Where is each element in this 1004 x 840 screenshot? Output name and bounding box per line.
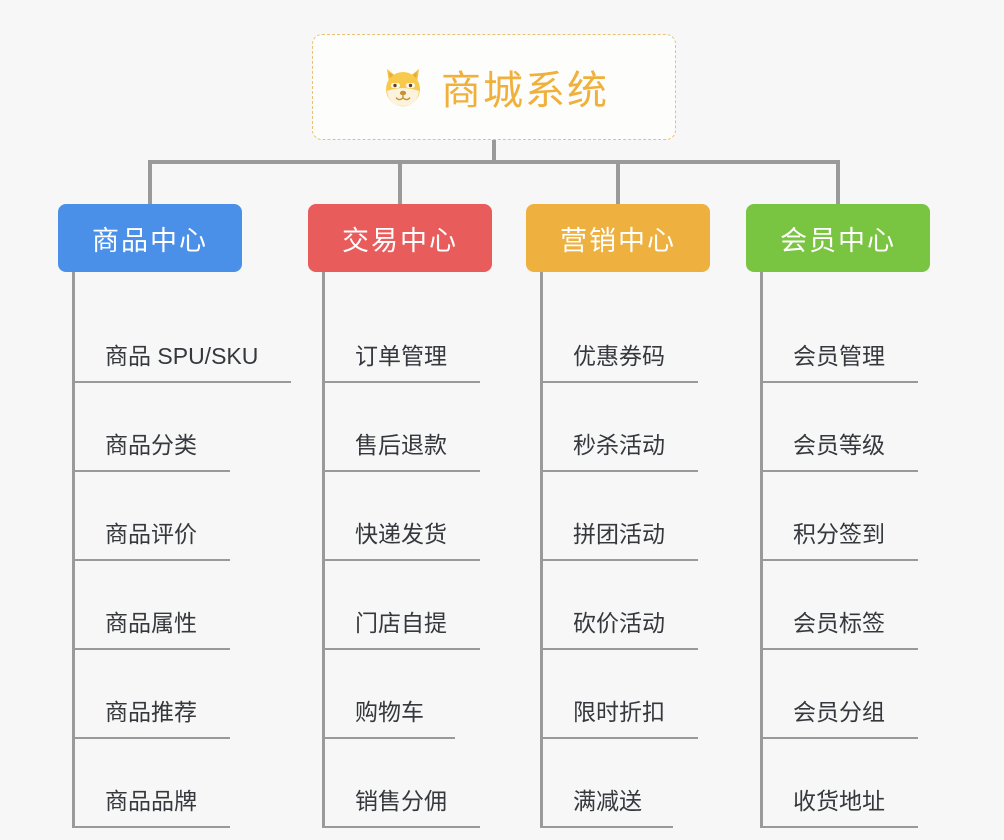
leaf-underline <box>325 737 455 739</box>
leaf-item[interactable]: 购物车 <box>325 650 492 739</box>
leaf-item[interactable]: 门店自提 <box>325 561 492 650</box>
category-header[interactable]: 商品中心 <box>58 204 242 272</box>
leaf-underline <box>763 826 918 828</box>
leaf-label: 门店自提 <box>355 609 447 636</box>
branch-column: 会员中心 会员管理 会员等级 积分签到 会员标签 会员分组 <box>746 204 930 828</box>
shiba-dog-icon <box>379 63 427 111</box>
leaf-item[interactable]: 满减送 <box>543 739 710 828</box>
leaf-label: 售后退款 <box>355 431 447 458</box>
category-header[interactable]: 会员中心 <box>746 204 930 272</box>
leaf-underline <box>543 648 698 650</box>
root-title: 商城系统 <box>441 69 609 113</box>
leaf-label: 订单管理 <box>355 342 447 369</box>
connector-horizontal-bus <box>148 160 840 164</box>
leaf-item[interactable]: 商品 SPU/SKU <box>75 294 291 383</box>
leaf-underline <box>325 381 480 383</box>
leaf-label: 会员标签 <box>793 609 885 636</box>
category-title: 会员中心 <box>780 225 896 256</box>
leaf-item[interactable]: 快递发货 <box>325 472 492 561</box>
connector-drop-2 <box>398 160 402 206</box>
branch-spine: 订单管理 售后退款 快递发货 门店自提 购物车 销售分佣 <box>322 272 492 828</box>
leaf-underline <box>75 381 291 383</box>
leaf-label: 收货地址 <box>793 787 885 814</box>
leaf-item[interactable]: 积分签到 <box>763 472 930 561</box>
leaf-underline <box>543 381 698 383</box>
leaf-underline <box>543 559 698 561</box>
leaf-underline <box>325 559 480 561</box>
leaf-label: 商品分类 <box>105 431 197 458</box>
leaf-underline <box>325 648 480 650</box>
category-title: 交易中心 <box>342 225 458 256</box>
leaf-underline <box>75 826 230 828</box>
leaf-item[interactable]: 会员等级 <box>763 383 930 472</box>
leaf-item[interactable]: 商品分类 <box>75 383 266 472</box>
leaf-label: 快递发货 <box>355 520 447 547</box>
category-header[interactable]: 营销中心 <box>526 204 710 272</box>
leaf-item[interactable]: 商品属性 <box>75 561 266 650</box>
leaf-item[interactable]: 砍价活动 <box>543 561 710 650</box>
leaf-underline <box>763 648 918 650</box>
leaf-item[interactable]: 收货地址 <box>763 739 930 828</box>
leaf-underline <box>763 559 918 561</box>
leaf-item[interactable]: 商品品牌 <box>75 739 266 828</box>
leaf-item[interactable]: 商品推荐 <box>75 650 266 739</box>
leaf-underline <box>75 470 230 472</box>
leaf-underline <box>325 470 480 472</box>
leaf-label: 限时折扣 <box>573 698 665 725</box>
leaf-underline <box>75 737 230 739</box>
category-title: 营销中心 <box>560 225 676 256</box>
leaf-item[interactable]: 销售分佣 <box>325 739 492 828</box>
leaf-item[interactable]: 会员标签 <box>763 561 930 650</box>
leaf-label: 商品评价 <box>105 520 197 547</box>
connector-drop-1 <box>148 160 152 206</box>
leaf-label: 优惠券码 <box>573 342 665 369</box>
leaf-item[interactable]: 会员管理 <box>763 294 930 383</box>
leaf-underline <box>763 470 918 472</box>
leaf-underline <box>763 737 918 739</box>
leaf-label: 会员管理 <box>793 342 885 369</box>
connector-root-stem <box>492 140 496 162</box>
branch-spine: 会员管理 会员等级 积分签到 会员标签 会员分组 收货地址 <box>760 272 930 828</box>
leaf-label: 会员分组 <box>793 698 885 725</box>
branch-spine: 优惠券码 秒杀活动 拼团活动 砍价活动 限时折扣 满减送 <box>540 272 710 828</box>
leaf-label: 满减送 <box>573 787 642 814</box>
leaf-item[interactable]: 订单管理 <box>325 294 492 383</box>
leaf-underline <box>75 648 230 650</box>
leaf-label: 商品推荐 <box>105 698 197 725</box>
connector-drop-3 <box>616 160 620 206</box>
leaf-label: 销售分佣 <box>355 787 447 814</box>
leaf-label: 拼团活动 <box>573 520 665 547</box>
branch-spine: 商品 SPU/SKU 商品分类 商品评价 商品属性 商品推荐 商品品牌 <box>72 272 291 828</box>
leaf-label: 会员等级 <box>793 431 885 458</box>
leaf-underline <box>75 559 230 561</box>
leaf-underline <box>543 826 673 828</box>
leaf-label: 砍价活动 <box>573 609 665 636</box>
leaf-underline <box>763 381 918 383</box>
leaf-label: 购物车 <box>355 698 424 725</box>
branch-column: 商品中心 商品 SPU/SKU 商品分类 商品评价 商品属性 商品推荐 <box>58 204 291 828</box>
branch-column: 交易中心 订单管理 售后退款 快递发货 门店自提 购物车 <box>308 204 492 828</box>
leaf-label: 商品品牌 <box>105 787 197 814</box>
leaf-underline <box>543 470 698 472</box>
connector-drop-4 <box>836 160 840 206</box>
branch-column: 营销中心 优惠券码 秒杀活动 拼团活动 砍价活动 限时折扣 <box>526 204 710 828</box>
root-node[interactable]: 商城系统 <box>312 34 676 140</box>
leaf-underline <box>325 826 480 828</box>
leaf-label: 积分签到 <box>793 520 885 547</box>
leaf-underline <box>543 737 698 739</box>
leaf-item[interactable]: 限时折扣 <box>543 650 710 739</box>
category-header[interactable]: 交易中心 <box>308 204 492 272</box>
leaf-item[interactable]: 商品评价 <box>75 472 266 561</box>
category-title: 商品中心 <box>92 225 208 256</box>
leaf-item[interactable]: 售后退款 <box>325 383 492 472</box>
leaf-item[interactable]: 优惠券码 <box>543 294 710 383</box>
leaf-item[interactable]: 秒杀活动 <box>543 383 710 472</box>
leaf-label: 商品属性 <box>105 609 197 636</box>
leaf-item[interactable]: 拼团活动 <box>543 472 710 561</box>
leaf-item[interactable]: 会员分组 <box>763 650 930 739</box>
leaf-label: 秒杀活动 <box>573 431 665 458</box>
leaf-label: 商品 SPU/SKU <box>105 342 259 369</box>
